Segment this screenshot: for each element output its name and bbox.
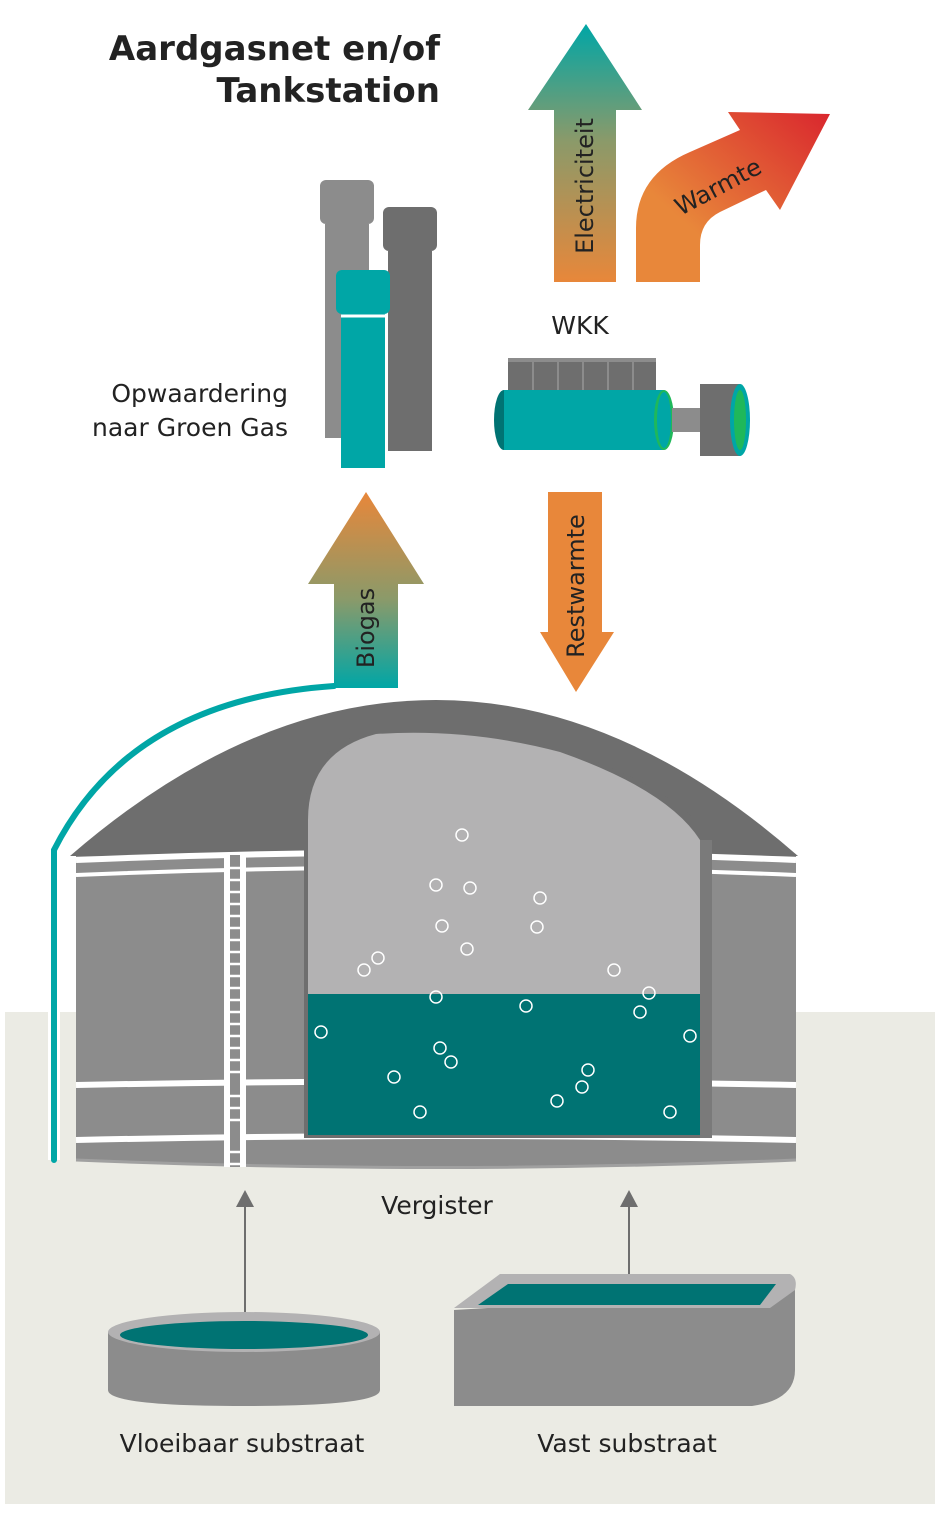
biogas-arrow: Biogas (308, 492, 424, 688)
chp-label: WKK (551, 311, 609, 340)
biogas-label: Biogas (352, 588, 380, 668)
solid-substrate-label: Vast substraat (537, 1429, 717, 1458)
ladder (224, 855, 246, 1167)
residual-heat-arrow: Restwarmte (540, 492, 614, 692)
title-line-1: Aardgasnet en/of (109, 29, 441, 69)
electricity-arrow: Electriciteit (528, 24, 642, 282)
residual-heat-label: Restwarmte (562, 514, 590, 658)
liquid-substrate-label: Vloeibaar substraat (120, 1429, 365, 1458)
bubbles (314, 828, 697, 1119)
liquid-substrate-tank (108, 1312, 380, 1406)
upgrading-cylinders (320, 180, 437, 468)
heat-arrow: Warmte (636, 112, 830, 282)
chp-unit (494, 358, 750, 456)
liquid-feed-arrow (236, 1190, 254, 1312)
digester (70, 700, 798, 1169)
title-line-2: Tankstation (217, 71, 440, 111)
upgrading-label-line-1: Opwaardering (111, 379, 288, 408)
electricity-label: Electriciteit (571, 118, 599, 254)
solid-feed-arrow (620, 1190, 638, 1274)
solid-substrate-bunker (454, 1274, 796, 1406)
upgrading-label-line-2: naar Groen Gas (92, 413, 288, 442)
digester-label: Vergister (381, 1191, 493, 1220)
